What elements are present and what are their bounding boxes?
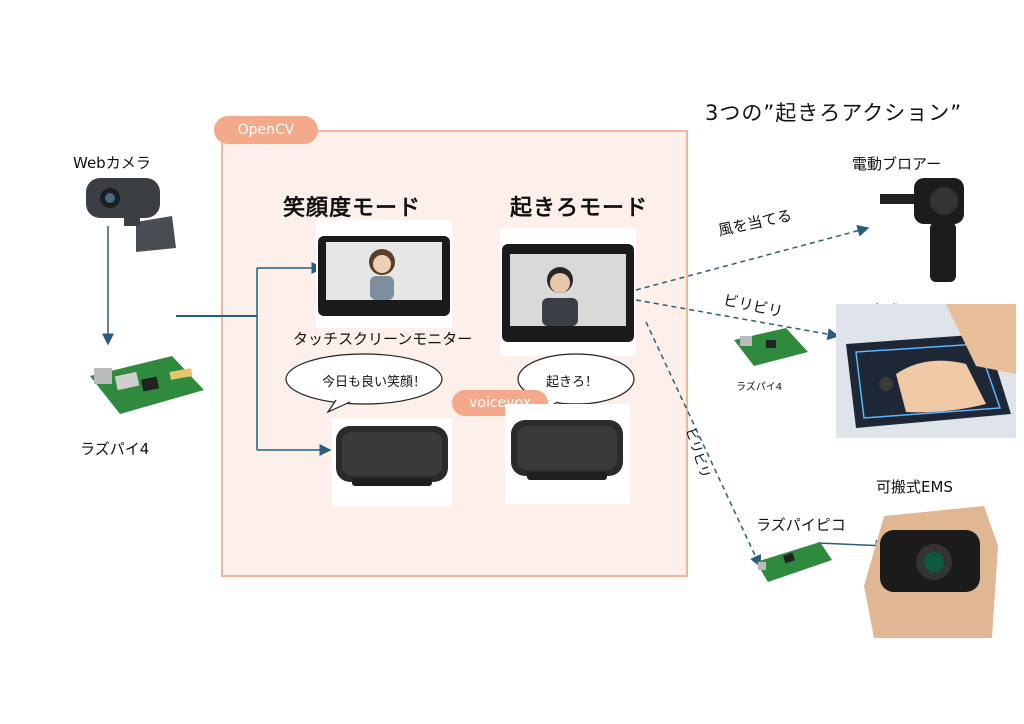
raspi4-small-icon — [730, 324, 810, 370]
smile-speech-bubble — [284, 352, 444, 414]
pico-label: ラズパイピコ — [756, 516, 846, 534]
webcam-icon — [80, 172, 180, 262]
raspi4-small-label: ラズパイ4 — [736, 382, 783, 393]
portable-ems-image — [864, 506, 998, 638]
smile-monitor-card — [316, 220, 452, 328]
portable-ems-label: 可搬式EMS — [876, 478, 953, 496]
touchscreen-label: タッチスクリーンモニター — [293, 330, 473, 348]
raspi4-label: ラズパイ4 — [80, 440, 150, 458]
webcam-label: Webカメラ — [73, 154, 151, 172]
raspi4-board-icon — [80, 348, 208, 420]
wake-bubble-text: 起きろ！ — [546, 375, 599, 390]
arrow-to-blower — [635, 224, 870, 291]
wake-speaker-card — [505, 404, 630, 504]
pico-board-icon — [754, 538, 834, 586]
arrow-to-fixed-ems — [635, 299, 840, 341]
smile-speaker-card — [332, 418, 452, 506]
wake-mode-heading: 起きろモード — [510, 196, 649, 221]
wake-monitor-card — [500, 228, 636, 356]
page-title: 3つの”起きろアクション” — [705, 101, 963, 125]
smile-bubble-text: 今日も良い笑顔！ — [322, 375, 427, 390]
smile-mode-heading: 笑顔度モード — [283, 196, 422, 221]
arrow-pico-ems — [817, 539, 888, 552]
voicevox-pill: voicevox — [452, 390, 548, 416]
opencv-pill: OpenCV — [214, 116, 318, 144]
fixed-ems-image — [836, 304, 1016, 438]
blower-icon — [872, 172, 972, 286]
blower-label: 電動ブロアー — [852, 155, 942, 173]
